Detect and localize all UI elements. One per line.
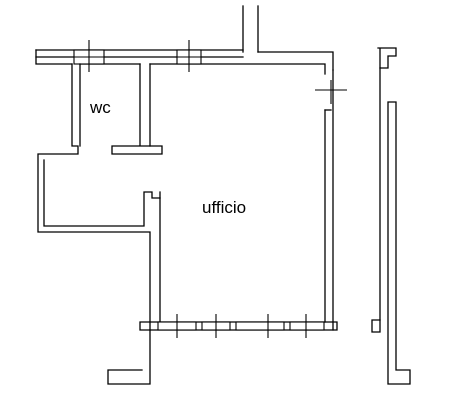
top-window-right	[176, 40, 202, 72]
room-label-wc: wc	[89, 98, 111, 117]
far-right-wall	[371, 47, 411, 385]
top-window-left	[73, 40, 105, 72]
right-exterior-wall	[324, 69, 334, 331]
bottom-window-3	[235, 314, 285, 338]
bottom-window-1	[157, 314, 197, 338]
corner-marker	[315, 80, 347, 104]
room-label-office: ufficio	[202, 198, 246, 217]
bottom-window-2	[201, 314, 231, 338]
wc-walls	[37, 63, 163, 331]
bottom-exterior-wall	[107, 321, 338, 385]
bottom-window-4	[289, 314, 325, 338]
top-shaft-walls	[242, 5, 259, 53]
